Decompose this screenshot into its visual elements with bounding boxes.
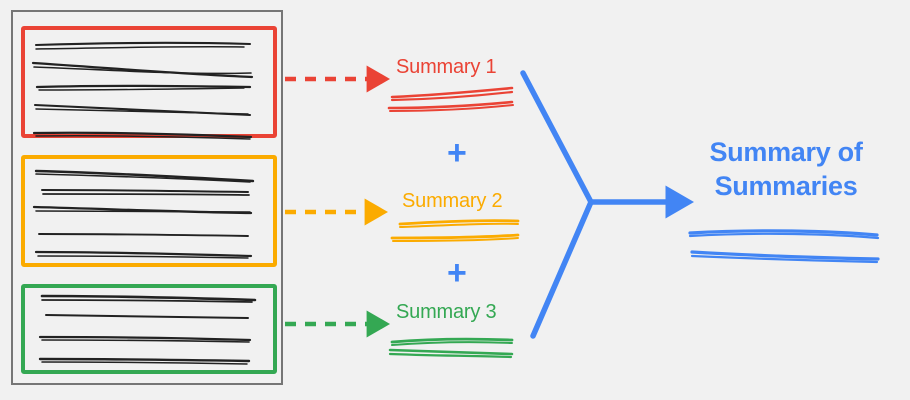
final-summary-label[interactable]: Summary of Summaries — [688, 136, 884, 204]
summary-2-label[interactable]: Summary 2 — [402, 190, 503, 212]
summary-3-label[interactable]: Summary 3 — [396, 301, 497, 323]
final-summary-line-2: Summaries — [714, 170, 858, 201]
summary-3-scribble — [388, 337, 514, 359]
merge-branch-bottom — [530, 199, 594, 339]
final-summary-line-1: Summary of — [709, 137, 863, 167]
plus-operator-1: + — [447, 134, 467, 172]
summary-1-label[interactable]: Summary 1 — [396, 56, 497, 78]
final-summary-scribble — [688, 229, 880, 264]
summary-2-scribble — [390, 219, 520, 242]
summary-1-scribble — [387, 86, 514, 112]
merge-branch-top — [520, 70, 594, 205]
plus-operator-2: + — [447, 254, 467, 292]
